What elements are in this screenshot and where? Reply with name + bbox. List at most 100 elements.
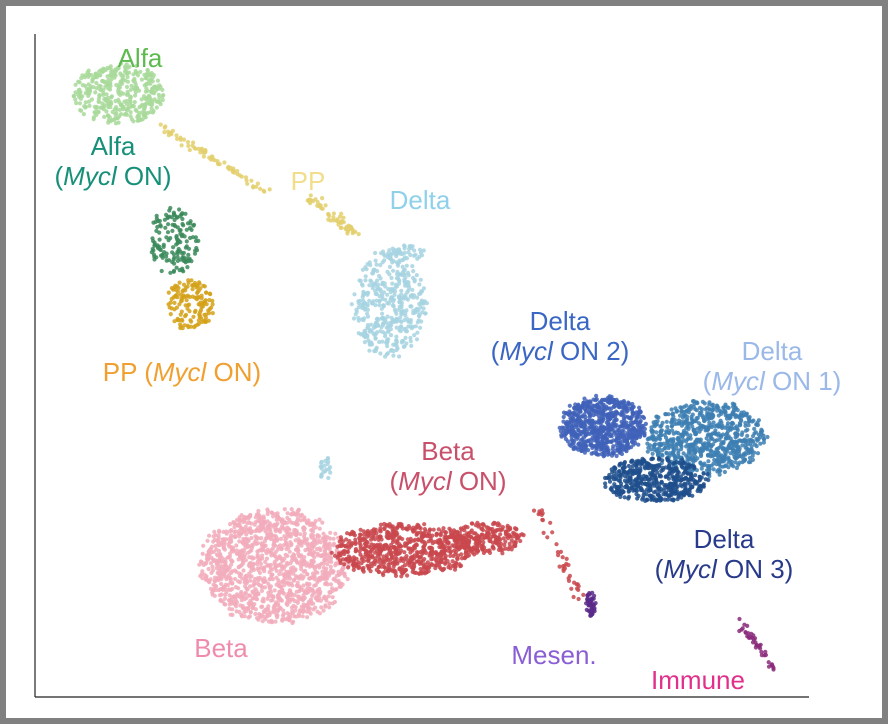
data-point-cluster-6 bbox=[715, 404, 720, 409]
data-point-cluster-2 bbox=[309, 198, 314, 203]
data-point-cluster-1 bbox=[175, 255, 180, 260]
data-point-cluster-6 bbox=[688, 433, 693, 438]
data-point-cluster-6 bbox=[656, 452, 661, 457]
data-point-cluster-0 bbox=[134, 85, 139, 90]
data-point-cluster-8 bbox=[255, 549, 260, 554]
data-point-cluster-2 bbox=[222, 160, 227, 165]
data-point-cluster-7 bbox=[628, 475, 633, 480]
data-point-cluster-4 bbox=[402, 250, 407, 255]
data-point-cluster-6 bbox=[669, 419, 675, 424]
data-point-cluster-0 bbox=[129, 83, 134, 88]
data-point-cluster-8 bbox=[298, 518, 303, 523]
data-point-cluster-4 bbox=[418, 250, 424, 255]
data-point-cluster-4 bbox=[390, 303, 395, 308]
data-point-cluster-6 bbox=[671, 437, 676, 442]
data-point-cluster-6 bbox=[667, 451, 673, 456]
data-point-cluster-0 bbox=[151, 73, 156, 78]
data-point-cluster-4 bbox=[405, 270, 411, 275]
data-point-cluster-3 bbox=[189, 278, 194, 283]
data-point-cluster-8 bbox=[296, 541, 301, 546]
data-point-cluster-2 bbox=[249, 178, 254, 183]
data-point-cluster-7 bbox=[625, 471, 630, 476]
data-point-cluster-8 bbox=[263, 617, 268, 622]
data-point-cluster-6 bbox=[710, 437, 715, 442]
data-point-cluster-6 bbox=[733, 455, 738, 461]
data-point-cluster-5 bbox=[593, 398, 598, 403]
data-point-cluster-8 bbox=[305, 541, 310, 546]
data-point-cluster-0 bbox=[105, 81, 110, 86]
data-point-cluster-8 bbox=[305, 583, 310, 588]
data-point-cluster-2 bbox=[245, 181, 250, 186]
data-point-cluster-4 bbox=[363, 278, 368, 283]
data-point-cluster-1 bbox=[164, 235, 169, 240]
data-point-cluster-7 bbox=[652, 473, 658, 478]
data-point-cluster-5 bbox=[569, 430, 574, 435]
data-point-cluster-6 bbox=[705, 410, 710, 416]
data-point-cluster-6 bbox=[739, 418, 744, 423]
data-point-cluster-8 bbox=[269, 510, 275, 516]
data-point-cluster-8 bbox=[221, 529, 226, 535]
data-point-cluster-8 bbox=[289, 591, 294, 596]
data-point-cluster-4 bbox=[391, 297, 397, 302]
data-point-cluster-1 bbox=[172, 261, 177, 266]
data-point-cluster-6 bbox=[680, 434, 685, 439]
data-point-cluster-4 bbox=[373, 303, 378, 308]
data-point-cluster-4 bbox=[396, 249, 401, 255]
data-point-cluster-2 bbox=[258, 186, 263, 191]
data-point-cluster-7 bbox=[643, 498, 648, 503]
data-point-cluster-5 bbox=[592, 421, 597, 426]
data-point-cluster-8 bbox=[238, 591, 243, 597]
data-point-cluster-8 bbox=[279, 536, 284, 542]
data-point-cluster-5 bbox=[620, 409, 625, 414]
data-point-cluster-5 bbox=[594, 393, 599, 398]
data-point-cluster-6 bbox=[745, 433, 750, 438]
data-point-cluster-8 bbox=[273, 527, 278, 532]
data-point-cluster-8 bbox=[286, 614, 291, 620]
data-point-cluster-4 bbox=[356, 318, 361, 323]
data-point-cluster-4 bbox=[392, 289, 398, 294]
data-point-cluster-6 bbox=[722, 464, 728, 469]
data-point-cluster-6 bbox=[696, 437, 701, 442]
data-point-cluster-9 bbox=[397, 535, 402, 540]
data-point-cluster-7 bbox=[680, 477, 685, 482]
data-point-cluster-8 bbox=[222, 557, 228, 562]
data-point-cluster-4 bbox=[394, 347, 399, 353]
data-point-cluster-5 bbox=[590, 445, 595, 450]
data-point-cluster-5 bbox=[615, 447, 621, 453]
data-point-cluster-6 bbox=[729, 421, 735, 426]
data-point-cluster-1 bbox=[151, 238, 156, 244]
data-point-cluster-5 bbox=[588, 441, 594, 446]
data-point-cluster-7 bbox=[669, 491, 675, 496]
data-point-cluster-7 bbox=[626, 489, 631, 494]
data-point-cluster-6 bbox=[709, 432, 714, 438]
data-point-cluster-6 bbox=[716, 456, 721, 461]
data-point-cluster-8 bbox=[289, 507, 294, 512]
data-point-cluster-4 bbox=[376, 286, 381, 291]
data-point-cluster-8 bbox=[309, 575, 314, 581]
data-point-cluster-1 bbox=[188, 221, 193, 226]
data-point-cluster-0 bbox=[106, 95, 111, 100]
data-point-cluster-1 bbox=[152, 254, 157, 259]
data-point-cluster-6 bbox=[702, 461, 707, 466]
data-point-cluster-2 bbox=[193, 146, 198, 151]
data-point-cluster-8 bbox=[317, 534, 322, 539]
data-point-cluster-6 bbox=[761, 436, 766, 441]
data-point-cluster-8 bbox=[213, 588, 218, 593]
data-point-cluster-6 bbox=[733, 405, 738, 410]
data-point-cluster-8 bbox=[290, 608, 295, 614]
data-point-cluster-7 bbox=[634, 459, 639, 464]
data-point-cluster-6 bbox=[751, 418, 756, 423]
data-point-cluster-7 bbox=[657, 481, 663, 486]
data-point-cluster-8 bbox=[290, 620, 295, 626]
data-point-cluster-6 bbox=[691, 444, 696, 449]
data-point-cluster-0 bbox=[81, 112, 86, 117]
data-point-cluster-5 bbox=[616, 427, 621, 432]
data-point-cluster-6 bbox=[734, 448, 739, 453]
data-point-cluster-6 bbox=[649, 425, 654, 430]
data-point-cluster-6 bbox=[670, 411, 676, 416]
data-point-cluster-4 bbox=[407, 246, 412, 251]
data-point-cluster-4 bbox=[363, 274, 368, 279]
data-point-cluster-0 bbox=[113, 121, 118, 126]
data-point-cluster-8 bbox=[228, 529, 233, 534]
data-point-cluster-4 bbox=[367, 283, 372, 288]
